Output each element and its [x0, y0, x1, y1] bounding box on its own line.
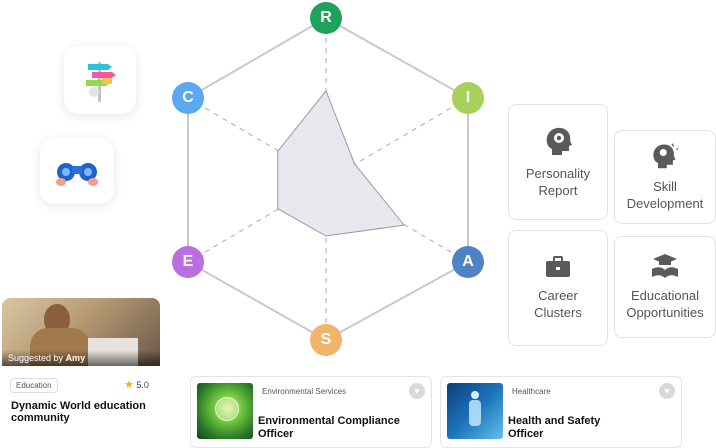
node-i-label: I	[465, 89, 471, 106]
node-c-label: C	[182, 89, 194, 106]
node-r[interactable]: R	[310, 2, 342, 34]
community-title: Dynamic World education community	[11, 400, 146, 424]
health-title: Health and Safety Officer	[508, 415, 600, 441]
heart-icon[interactable]: ♥	[659, 383, 675, 399]
educational-opportunities-line1: Educational	[631, 288, 699, 303]
skill-development-line1: Skill	[653, 179, 677, 194]
environmental-tag: Environmental Services	[257, 385, 352, 398]
job-card-environmental[interactable]: Environmental Services ♥ Environmental C…	[190, 376, 432, 448]
community-photo: Suggested by Amy	[2, 298, 160, 366]
rating: ★ 5.0	[124, 378, 149, 391]
hexagon-edge	[325, 261, 469, 341]
node-e-label: E	[182, 253, 194, 270]
community-card[interactable]: Suggested by Amy Education ★ 5.0 Dynamic…	[2, 298, 160, 446]
hexagon-edge	[325, 17, 469, 99]
health-thumbnail	[447, 383, 503, 439]
head-gear-icon	[546, 127, 572, 155]
health-title-line2: Officer	[508, 428, 544, 440]
personality-report-card[interactable]: Personality Report	[508, 104, 608, 220]
head-bulb-icon	[653, 143, 679, 169]
profile-polygon	[277, 89, 406, 237]
star-icon: ★	[124, 379, 134, 391]
node-s-label: S	[320, 331, 332, 348]
heart-icon[interactable]: ♥	[409, 383, 425, 399]
signpost-tile	[64, 46, 136, 114]
node-s[interactable]: S	[310, 324, 342, 356]
skill-development-card[interactable]: Skill Development	[614, 130, 716, 224]
skill-development-line2: Development	[626, 196, 704, 211]
node-c[interactable]: C	[172, 82, 204, 114]
binoculars-icon	[56, 163, 98, 186]
career-clusters-card[interactable]: Career Clusters	[508, 230, 608, 346]
hexagon-edge	[187, 261, 327, 341]
node-i[interactable]: I	[452, 82, 484, 114]
community-title-line2: community	[11, 412, 70, 424]
personality-report-line1: Personality	[525, 166, 591, 181]
environmental-thumbnail	[197, 383, 253, 439]
community-title-line1: Dynamic World education	[11, 400, 146, 412]
rating-value: 5.0	[136, 380, 149, 390]
educational-opportunities-card[interactable]: Educational Opportunities	[614, 236, 716, 338]
signpost-icon	[86, 62, 116, 102]
environmental-title-line2: Officer	[258, 428, 294, 440]
environmental-title-line1: Environmental Compliance	[258, 415, 400, 427]
community-tag: Education	[10, 378, 58, 393]
node-a[interactable]: A	[452, 246, 484, 278]
binoculars-tile	[40, 138, 114, 204]
node-a-label: A	[462, 253, 474, 270]
health-tag: Healthcare	[507, 385, 556, 398]
educational-opportunities-line2: Opportunities	[626, 305, 704, 320]
career-clusters-line1: Career	[538, 288, 578, 303]
personality-report-line2: Report	[538, 183, 578, 198]
briefcase-icon	[546, 256, 570, 277]
job-card-health[interactable]: Healthcare ♥ Health and Safety Officer	[440, 376, 682, 448]
career-clusters-line2: Clusters	[534, 305, 582, 320]
health-title-line1: Health and Safety	[508, 415, 601, 427]
node-e[interactable]: E	[172, 246, 204, 278]
node-r-label: R	[320, 9, 332, 26]
suggested-by-prefix: Suggested by	[8, 353, 64, 363]
hexagon-edge	[187, 17, 327, 99]
suggested-by-name: Amy	[65, 353, 86, 363]
book-cap-icon	[652, 254, 678, 278]
environmental-title: Environmental Compliance Officer	[258, 415, 400, 441]
